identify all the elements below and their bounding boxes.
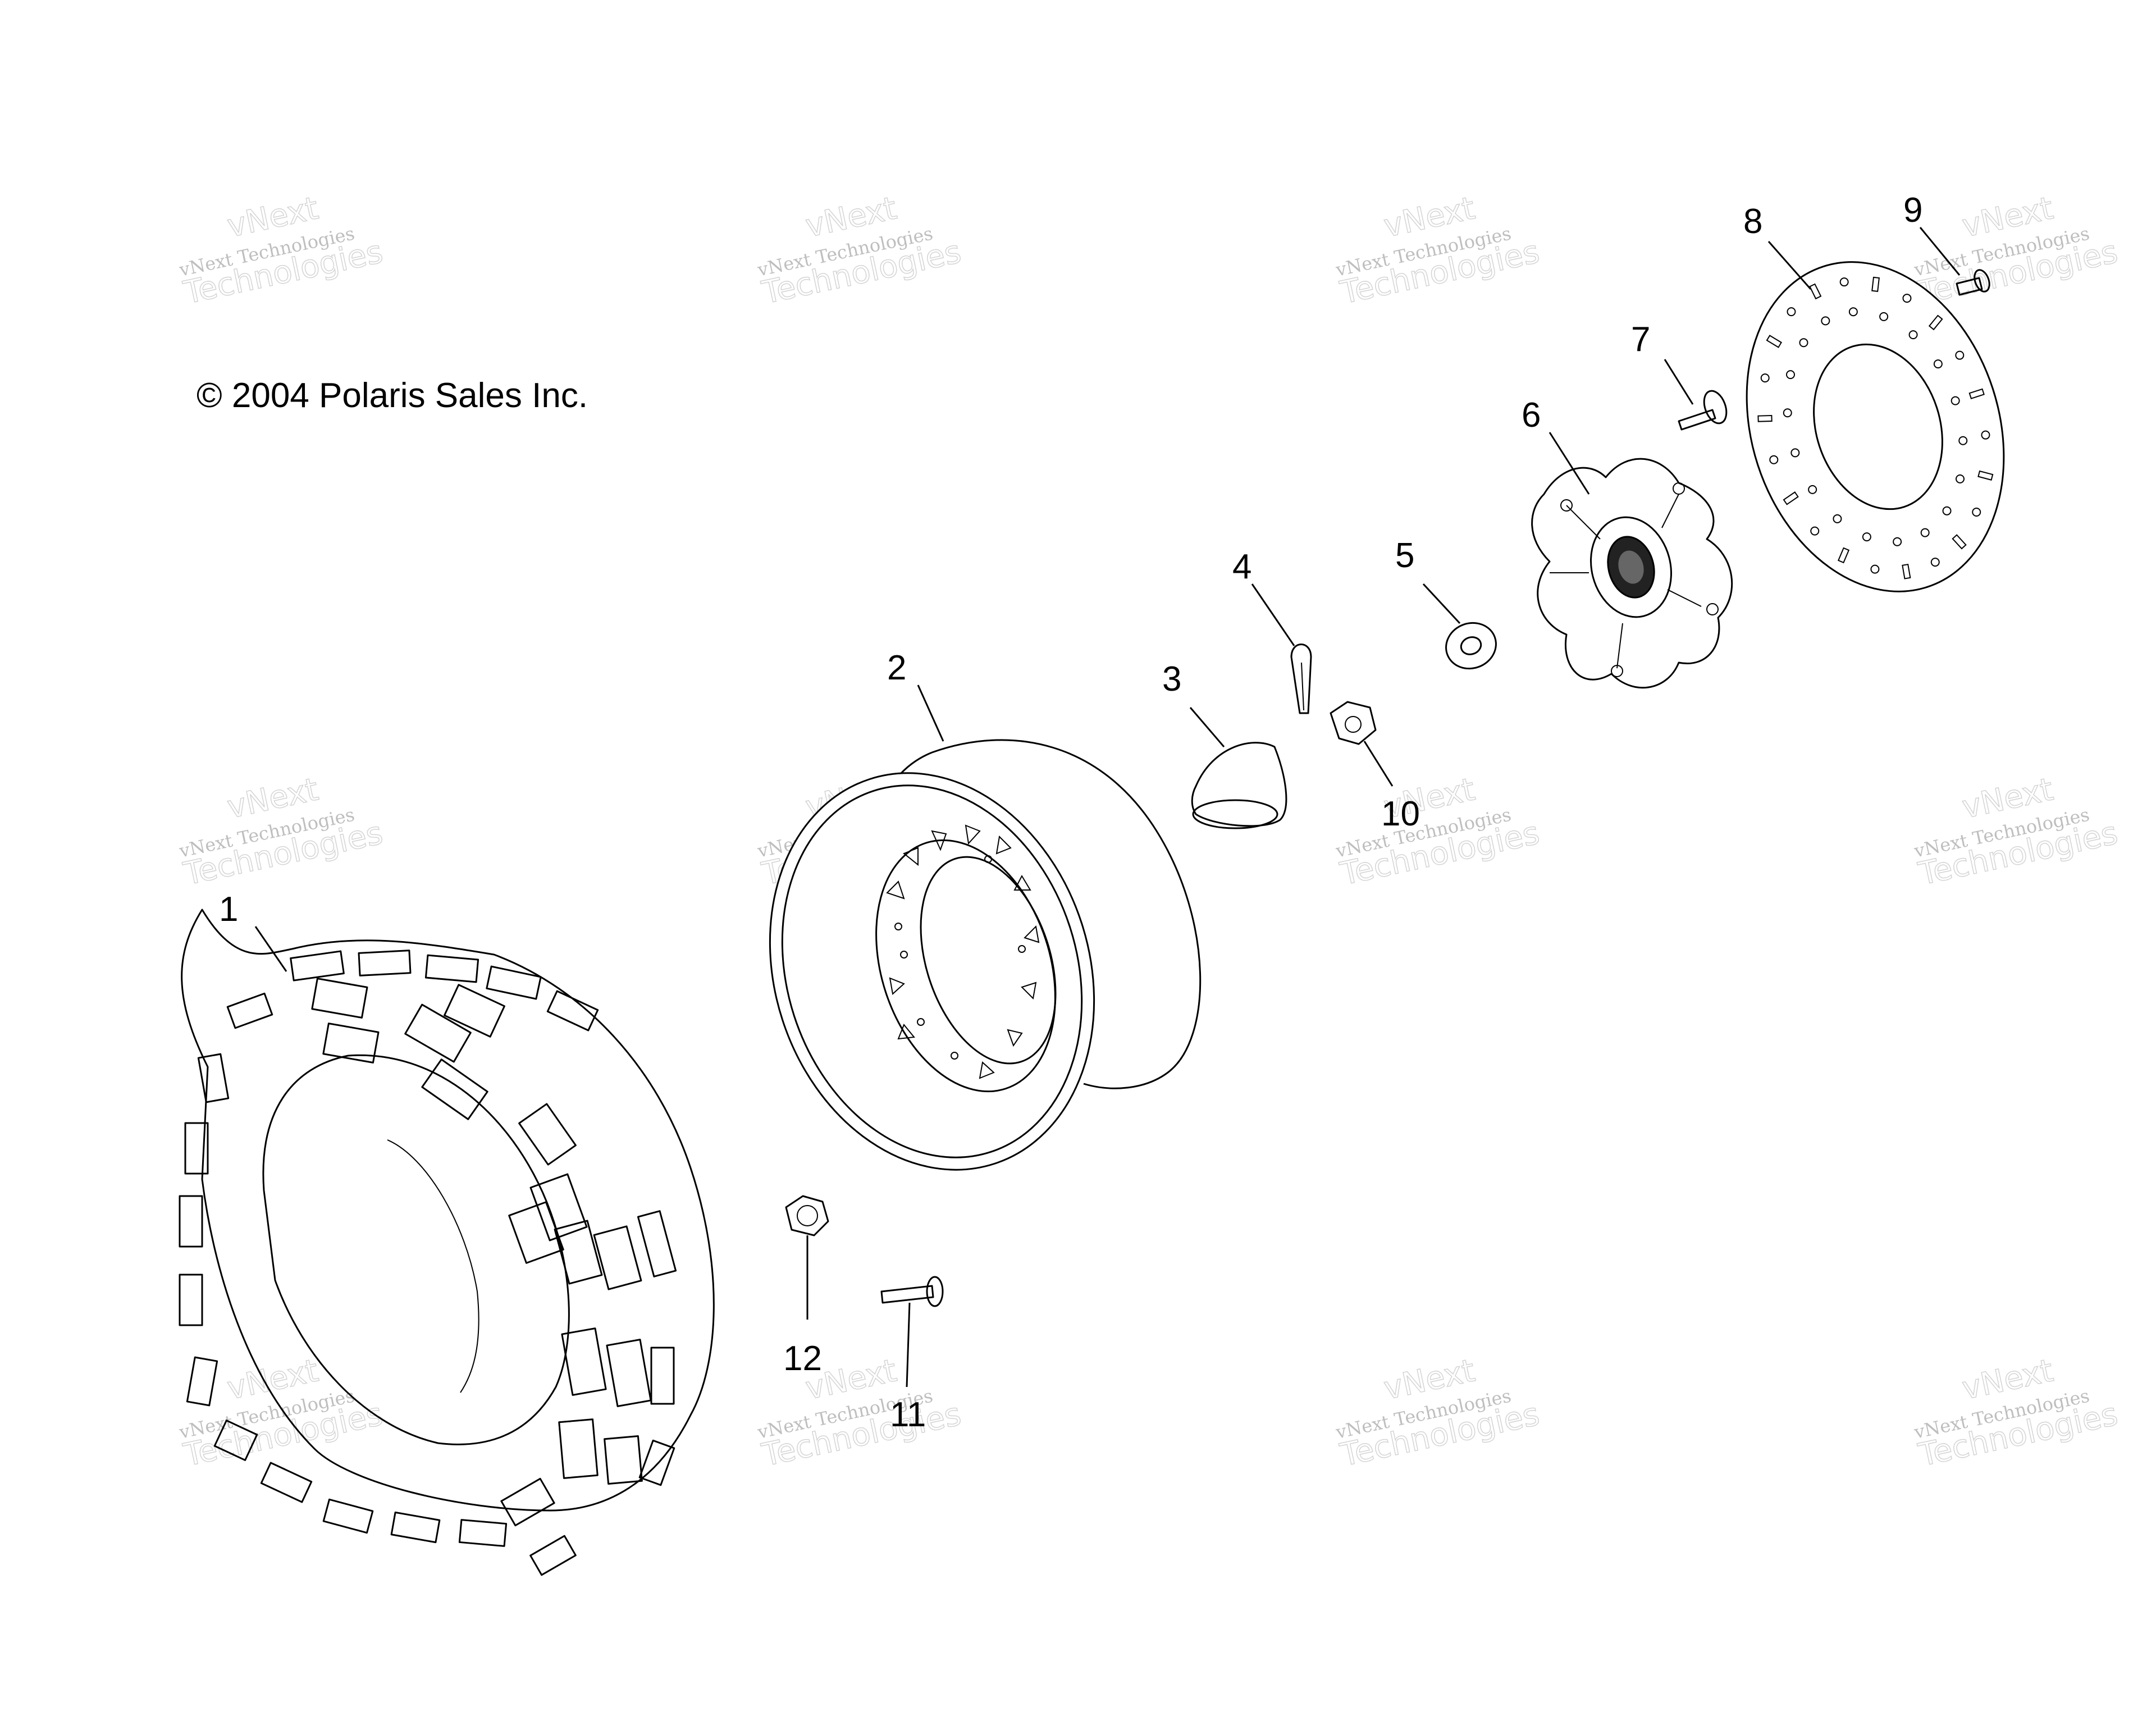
callout-5: 5 — [1395, 536, 1414, 575]
disc-hole — [1837, 547, 1850, 564]
disc-hole — [1928, 314, 1943, 331]
disc-hole — [1942, 506, 1952, 515]
disc-hole — [1958, 436, 1968, 445]
screw: 9 — [1903, 191, 1990, 296]
disc-hole — [1871, 276, 1880, 292]
disc-hole — [1908, 330, 1918, 340]
lug-nut: 12 — [783, 1195, 829, 1378]
disc-hole — [1839, 277, 1849, 287]
copyright-text: © 2004 Polaris Sales Inc. — [197, 376, 588, 415]
callout-2: 2 — [887, 649, 906, 687]
disc-hole — [1833, 514, 1842, 523]
disc-hole — [1955, 474, 1965, 483]
bolt: 7 — [1631, 320, 1728, 431]
hub: 6 — [1522, 396, 1733, 689]
disc-hole — [1760, 373, 1770, 383]
castle-nut: 10 — [1330, 701, 1420, 833]
disc-hole — [1981, 430, 1990, 440]
disc-hole — [1766, 335, 1783, 348]
washer: 5 — [1395, 536, 1497, 670]
callout-9: 9 — [1903, 191, 1922, 230]
disc-hole — [1930, 558, 1940, 567]
brake-disc: 8 — [1743, 202, 2005, 592]
disc-hole — [1787, 307, 1796, 317]
wheel-rim: 2 — [769, 649, 1202, 1171]
callout-12: 12 — [783, 1339, 822, 1378]
disc-hole — [1977, 470, 1994, 481]
callout-10: 10 — [1381, 795, 1420, 833]
disc-hole — [1902, 294, 1912, 303]
disc-hole — [1769, 455, 1779, 464]
disc-hole — [1786, 370, 1796, 380]
disc-hole — [1810, 526, 1820, 536]
disc-hole — [1920, 528, 1930, 537]
disc-hole — [1757, 414, 1773, 422]
disc-hole — [1893, 537, 1902, 546]
disc-hole — [1809, 283, 1822, 300]
disc-hole — [1870, 564, 1880, 574]
disc-hole — [1808, 485, 1817, 494]
callout-6: 6 — [1522, 396, 1541, 435]
callout-8: 8 — [1743, 202, 1762, 241]
disc-hole — [1862, 532, 1871, 542]
disc-hole — [1902, 563, 1911, 579]
disc-hole — [1968, 388, 1985, 400]
disc-hole — [1951, 396, 1960, 405]
disc-hole — [1848, 307, 1858, 317]
disc-hole — [1955, 350, 1965, 360]
callout-11: 11 — [890, 1395, 926, 1434]
disc-hole — [1952, 534, 1967, 550]
disc-hole — [1933, 359, 1943, 369]
callout-4: 4 — [1232, 547, 1251, 586]
disc-hole — [1972, 508, 1981, 517]
cotter-pin: 4 — [1232, 547, 1312, 714]
stud: 11 — [880, 1276, 944, 1434]
disc-hole — [1783, 408, 1792, 418]
disc-hole — [1879, 312, 1889, 321]
disc-hole — [1790, 448, 1800, 458]
tire: 1 — [179, 890, 715, 1576]
callout-1: 1 — [219, 890, 238, 929]
disc-hole — [1821, 316, 1830, 326]
disc-hole — [1783, 491, 1799, 505]
callout-3: 3 — [1162, 660, 1181, 699]
disc-hole — [1799, 338, 1808, 348]
callout-7: 7 — [1631, 320, 1650, 359]
cap: 3 — [1162, 660, 1287, 829]
